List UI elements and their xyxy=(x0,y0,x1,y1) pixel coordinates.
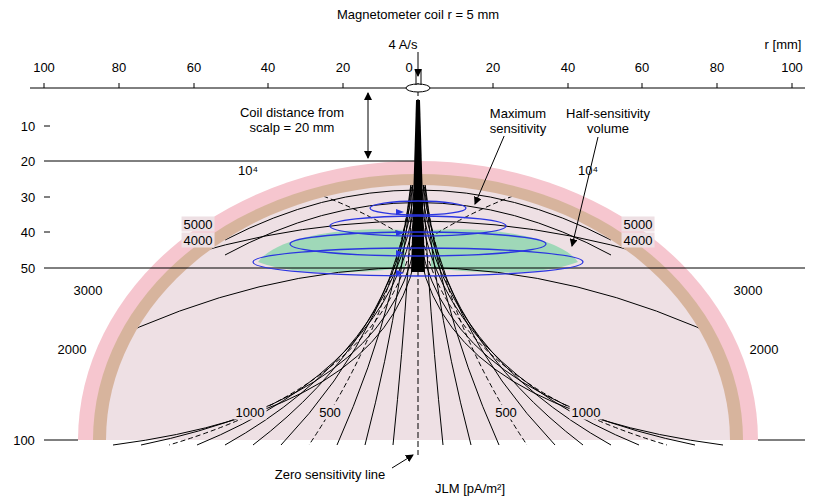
axis-value: 10 xyxy=(19,119,37,134)
axis-value: 20 xyxy=(484,60,502,75)
current-loops xyxy=(253,201,583,276)
axis-value: 4 A/s xyxy=(387,37,420,52)
contour-value: 500 xyxy=(493,405,519,420)
annotation: Maximum sensitivity xyxy=(477,106,559,136)
leader-lines xyxy=(368,93,598,468)
axis-value: 40 xyxy=(19,225,37,240)
field-line xyxy=(421,140,499,445)
field-line xyxy=(421,230,667,445)
field-line xyxy=(253,185,415,445)
contour-value: 3000 xyxy=(72,283,105,298)
axis-value: 60 xyxy=(185,60,203,75)
field-line xyxy=(421,155,527,445)
axis-value: 100 xyxy=(779,60,805,75)
axis-value: 100 xyxy=(11,433,37,448)
field-line xyxy=(309,155,415,445)
axis-value: 60 xyxy=(633,60,651,75)
axis-value: 20 xyxy=(19,154,37,169)
contour-value: 10⁴ xyxy=(576,163,600,178)
contour-value: 500 xyxy=(317,405,343,420)
axis-value: 30 xyxy=(19,190,37,205)
annotation: Coil distance from scalp = 20 mm xyxy=(228,105,357,135)
axis-value: 40 xyxy=(259,60,277,75)
loop-arrowheads xyxy=(396,209,404,276)
contour-value: 1000 xyxy=(570,405,603,420)
annotation: JLM [pA/m²] xyxy=(433,481,507,496)
axis-value: 0 xyxy=(403,60,414,75)
annotation: Zero sensitivity line xyxy=(273,467,388,482)
annotation: Half-sensitivity volume xyxy=(554,106,662,136)
contour-value: 5000 xyxy=(182,217,215,232)
contour-value: 5000 xyxy=(622,217,655,232)
contour-value: 4000 xyxy=(182,233,215,248)
contour-value: 2000 xyxy=(56,342,89,357)
contour-value: 2000 xyxy=(748,342,781,357)
contour-value: 10⁴ xyxy=(236,163,260,178)
figure-title: Magnetometer coil r = 5 mm xyxy=(335,7,501,22)
axis-value: 40 xyxy=(559,60,577,75)
contour-value: 3000 xyxy=(732,283,765,298)
axis-value: 80 xyxy=(110,60,128,75)
axis-value: 100 xyxy=(31,60,57,75)
axis-value: 50 xyxy=(19,261,37,276)
field-line xyxy=(421,185,583,445)
axis-value: 80 xyxy=(708,60,726,75)
field-line xyxy=(113,260,415,445)
zero-sensitivity-line xyxy=(418,90,419,455)
contour-value: 1000 xyxy=(234,405,267,420)
axis-value: 20 xyxy=(334,60,352,75)
field-line xyxy=(337,140,415,445)
axis-value: r [mm] xyxy=(763,37,804,52)
field-line xyxy=(421,260,723,445)
field-line xyxy=(169,230,415,445)
contour-value: 4000 xyxy=(622,233,655,248)
